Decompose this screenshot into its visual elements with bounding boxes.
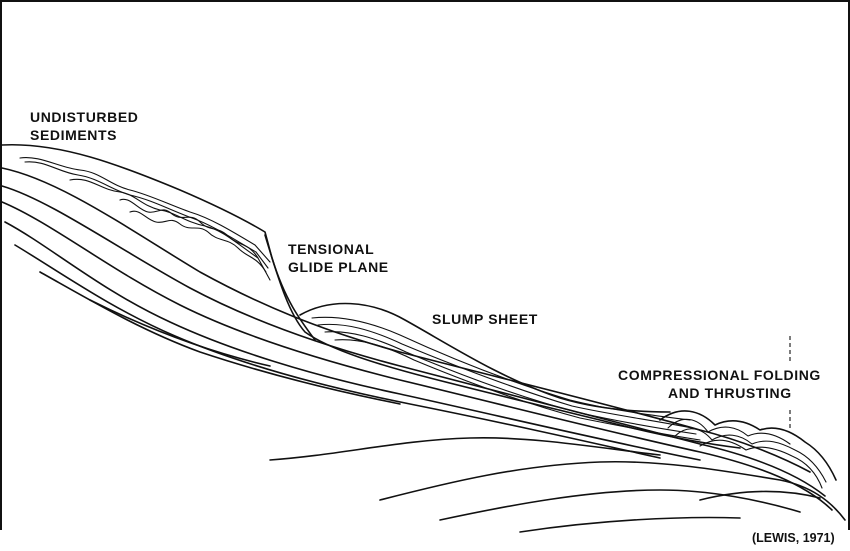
tensional-layers — [19, 157, 271, 281]
label-compressional-line1: COMPRESSIONAL FOLDING — [618, 367, 821, 383]
seafloor-surface — [1, 143, 316, 341]
label-compressional-folding: COMPRESSIONAL FOLDING AND THRUSTING — [618, 366, 821, 402]
glide-plane — [264, 234, 741, 449]
underlying-strata — [1, 167, 833, 511]
label-tensional-glide-plane: TENSIONAL GLIDE PLANE — [288, 240, 389, 276]
label-undisturbed-line1: UNDISTURBED — [30, 109, 139, 125]
label-tensional-line1: TENSIONAL — [288, 241, 375, 257]
label-tensional-line2: GLIDE PLANE — [288, 259, 389, 275]
compressional-folds — [659, 410, 837, 489]
basal-layers — [269, 436, 846, 533]
label-compressional-line2: AND THRUSTING — [668, 385, 792, 401]
label-undisturbed-line2: SEDIMENTS — [30, 127, 118, 143]
label-slump-sheet-text: SLUMP SHEET — [432, 311, 538, 327]
source-credit: (LEWIS, 1971) — [752, 531, 835, 545]
label-undisturbed-sediments: UNDISTURBED SEDIMENTS — [30, 108, 139, 144]
label-slump-sheet: SLUMP SHEET — [432, 310, 538, 328]
diagram-frame — [0, 0, 850, 530]
